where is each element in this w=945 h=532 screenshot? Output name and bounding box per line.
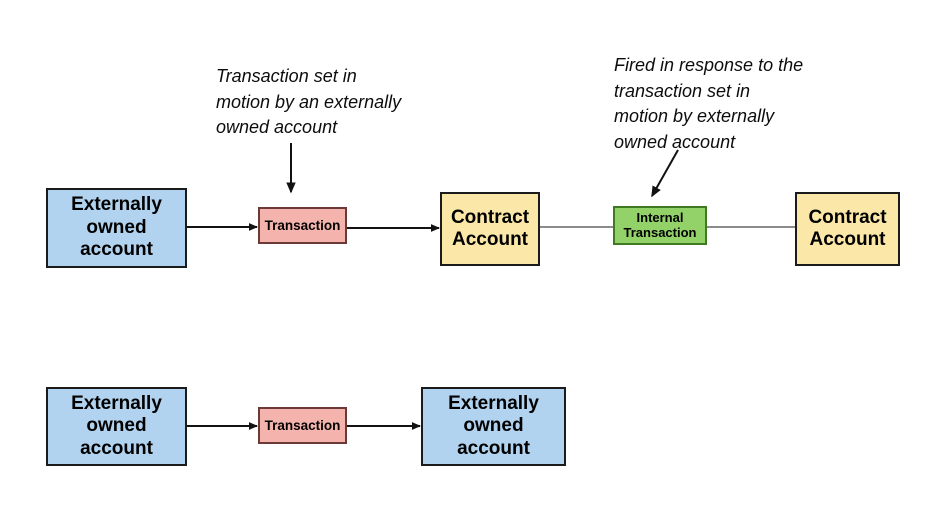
node-contract-account-middle[interactable]: Contract Account: [440, 192, 540, 266]
annotation-internal-transaction-text: Fired in response to the transaction set…: [614, 55, 804, 152]
node-transaction-bottom[interactable]: Transaction: [258, 407, 347, 444]
node-transaction-top[interactable]: Transaction: [258, 207, 347, 244]
node-internal-transaction[interactable]: Internal Transaction: [613, 206, 707, 245]
node-externally-owned-account-bottom-left[interactable]: Externally owned account: [46, 387, 187, 466]
annotation-pointer-diagonal-arrow: [651, 149, 679, 198]
node-externally-owned-account-top[interactable]: Externally owned account: [46, 188, 187, 268]
node-contract-account-right[interactable]: Contract Account: [795, 192, 900, 266]
annotation-transaction-text: Transaction set in motion by an external…: [216, 66, 402, 138]
node-externally-owned-account-bottom-right[interactable]: Externally owned account: [421, 387, 566, 466]
